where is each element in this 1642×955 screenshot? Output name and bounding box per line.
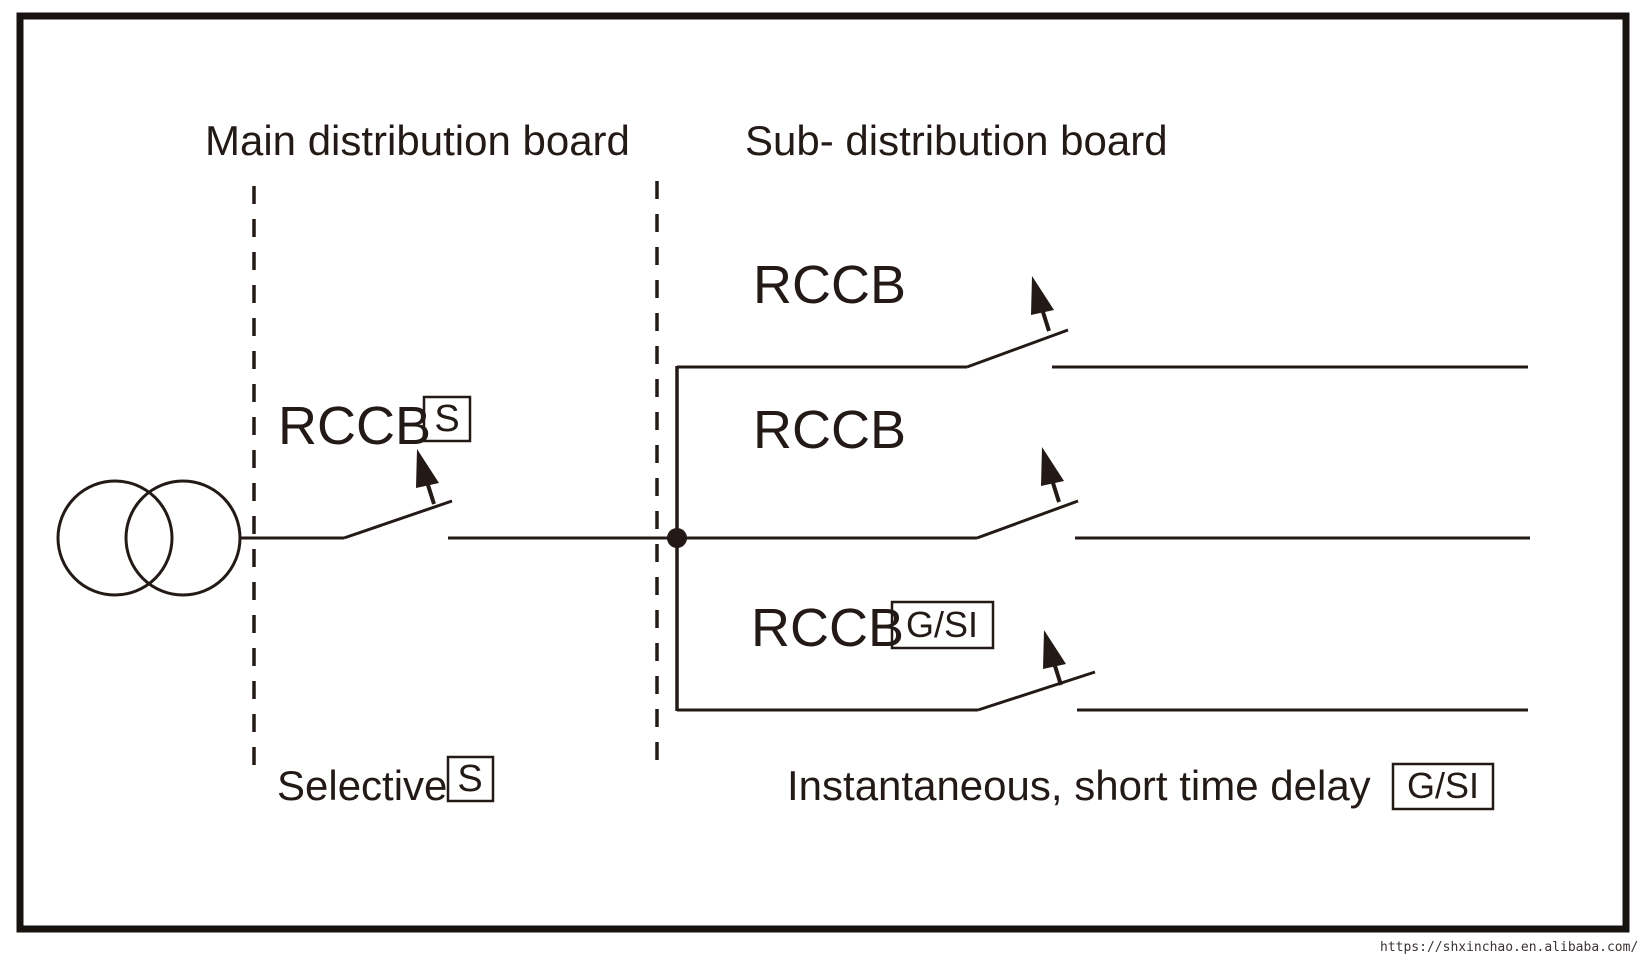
- main-breaker-label: RCCB: [278, 396, 431, 456]
- branch3-breaker-badge-box: [890, 600, 995, 650]
- outer-border: [16, 12, 1630, 933]
- branch3-breaker-blade: [977, 670, 1096, 712]
- branch3-breaker-badge: G/SI: [906, 604, 978, 645]
- legend-instantaneous-badge-box: [1391, 762, 1495, 811]
- watermark-url: https://shxinchao.en.alibaba.com/: [1380, 940, 1638, 955]
- legend-instantaneous-text: Instantaneous, short time delay: [787, 762, 1371, 809]
- main-breaker-badge: S: [434, 398, 459, 440]
- main-board-title: Main distribution board: [205, 117, 630, 164]
- branch1-breaker-blade: [966, 328, 1069, 369]
- legend-instantaneous-badge: G/SI: [1407, 765, 1479, 806]
- branch1-breaker-label: RCCB: [753, 255, 906, 315]
- sub-board-title: Sub- distribution board: [745, 117, 1168, 164]
- main-breaker-blade: [343, 499, 453, 540]
- main-breaker-badge-box: [422, 395, 472, 443]
- branch2-breaker-blade: [976, 499, 1079, 540]
- branch3-breaker-label: RCCB: [751, 598, 904, 658]
- legend-selective-text: Selective: [277, 762, 447, 809]
- branch2-breaker-label: RCCB: [753, 400, 906, 460]
- legend-selective-badge-box: [446, 755, 495, 803]
- transformer-winding-primary: [56, 479, 174, 597]
- legend-selective-badge: S: [457, 758, 482, 800]
